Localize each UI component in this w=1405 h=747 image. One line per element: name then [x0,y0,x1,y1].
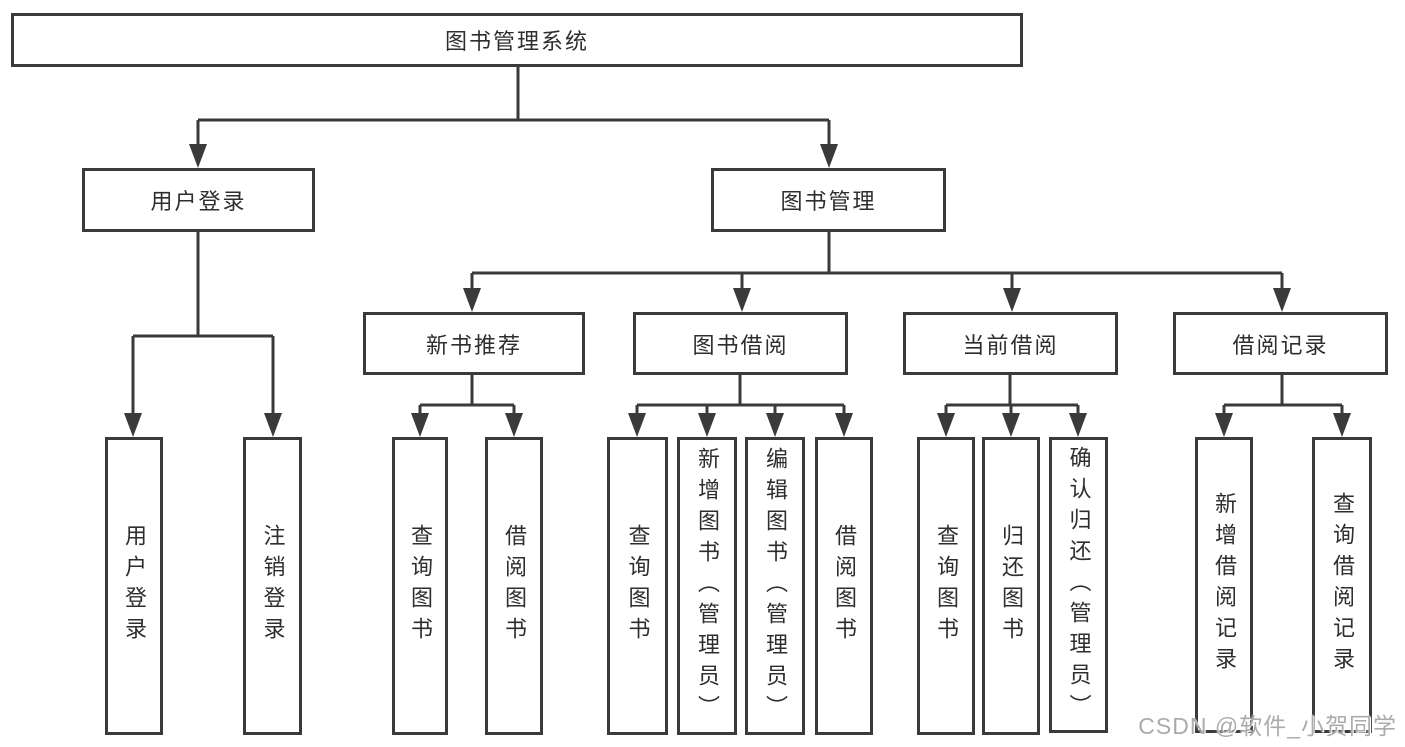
leaf-confirm-return-admin: 确认归还（管理员） [1049,437,1108,733]
leaf-add-book-admin: 新增图书（管理员） [677,437,737,735]
leaf-query-books-borrow: 查询图书 [607,437,668,735]
leaf-edit-book-admin: 编辑图书（管理员） [745,437,805,735]
node-new-book-recommend: 新书推荐 [363,312,585,375]
node-book-management: 图书管理 [711,168,946,232]
node-user-login: 用户登录 [82,168,315,232]
node-current-borrow: 当前借阅 [903,312,1118,375]
leaf-logout: 注销登录 [243,437,302,735]
leaf-add-borrow-record: 新增借阅记录 [1195,437,1253,733]
node-root: 图书管理系统 [11,13,1023,67]
leaf-borrow-books-recommend: 借阅图书 [485,437,543,735]
leaf-query-borrow-record: 查询借阅记录 [1312,437,1372,733]
node-borrow-records: 借阅记录 [1173,312,1388,375]
csdn-watermark: CSDN @软件_小贺同学 [1138,713,1397,739]
node-book-borrow: 图书借阅 [633,312,848,375]
leaf-query-books-recommend: 查询图书 [392,437,448,735]
leaf-query-books-current: 查询图书 [917,437,975,735]
leaf-return-book: 归还图书 [982,437,1040,735]
arrowheads [124,144,1351,437]
leaf-borrow-books: 借阅图书 [815,437,873,735]
leaf-user-login: 用户登录 [105,437,163,735]
